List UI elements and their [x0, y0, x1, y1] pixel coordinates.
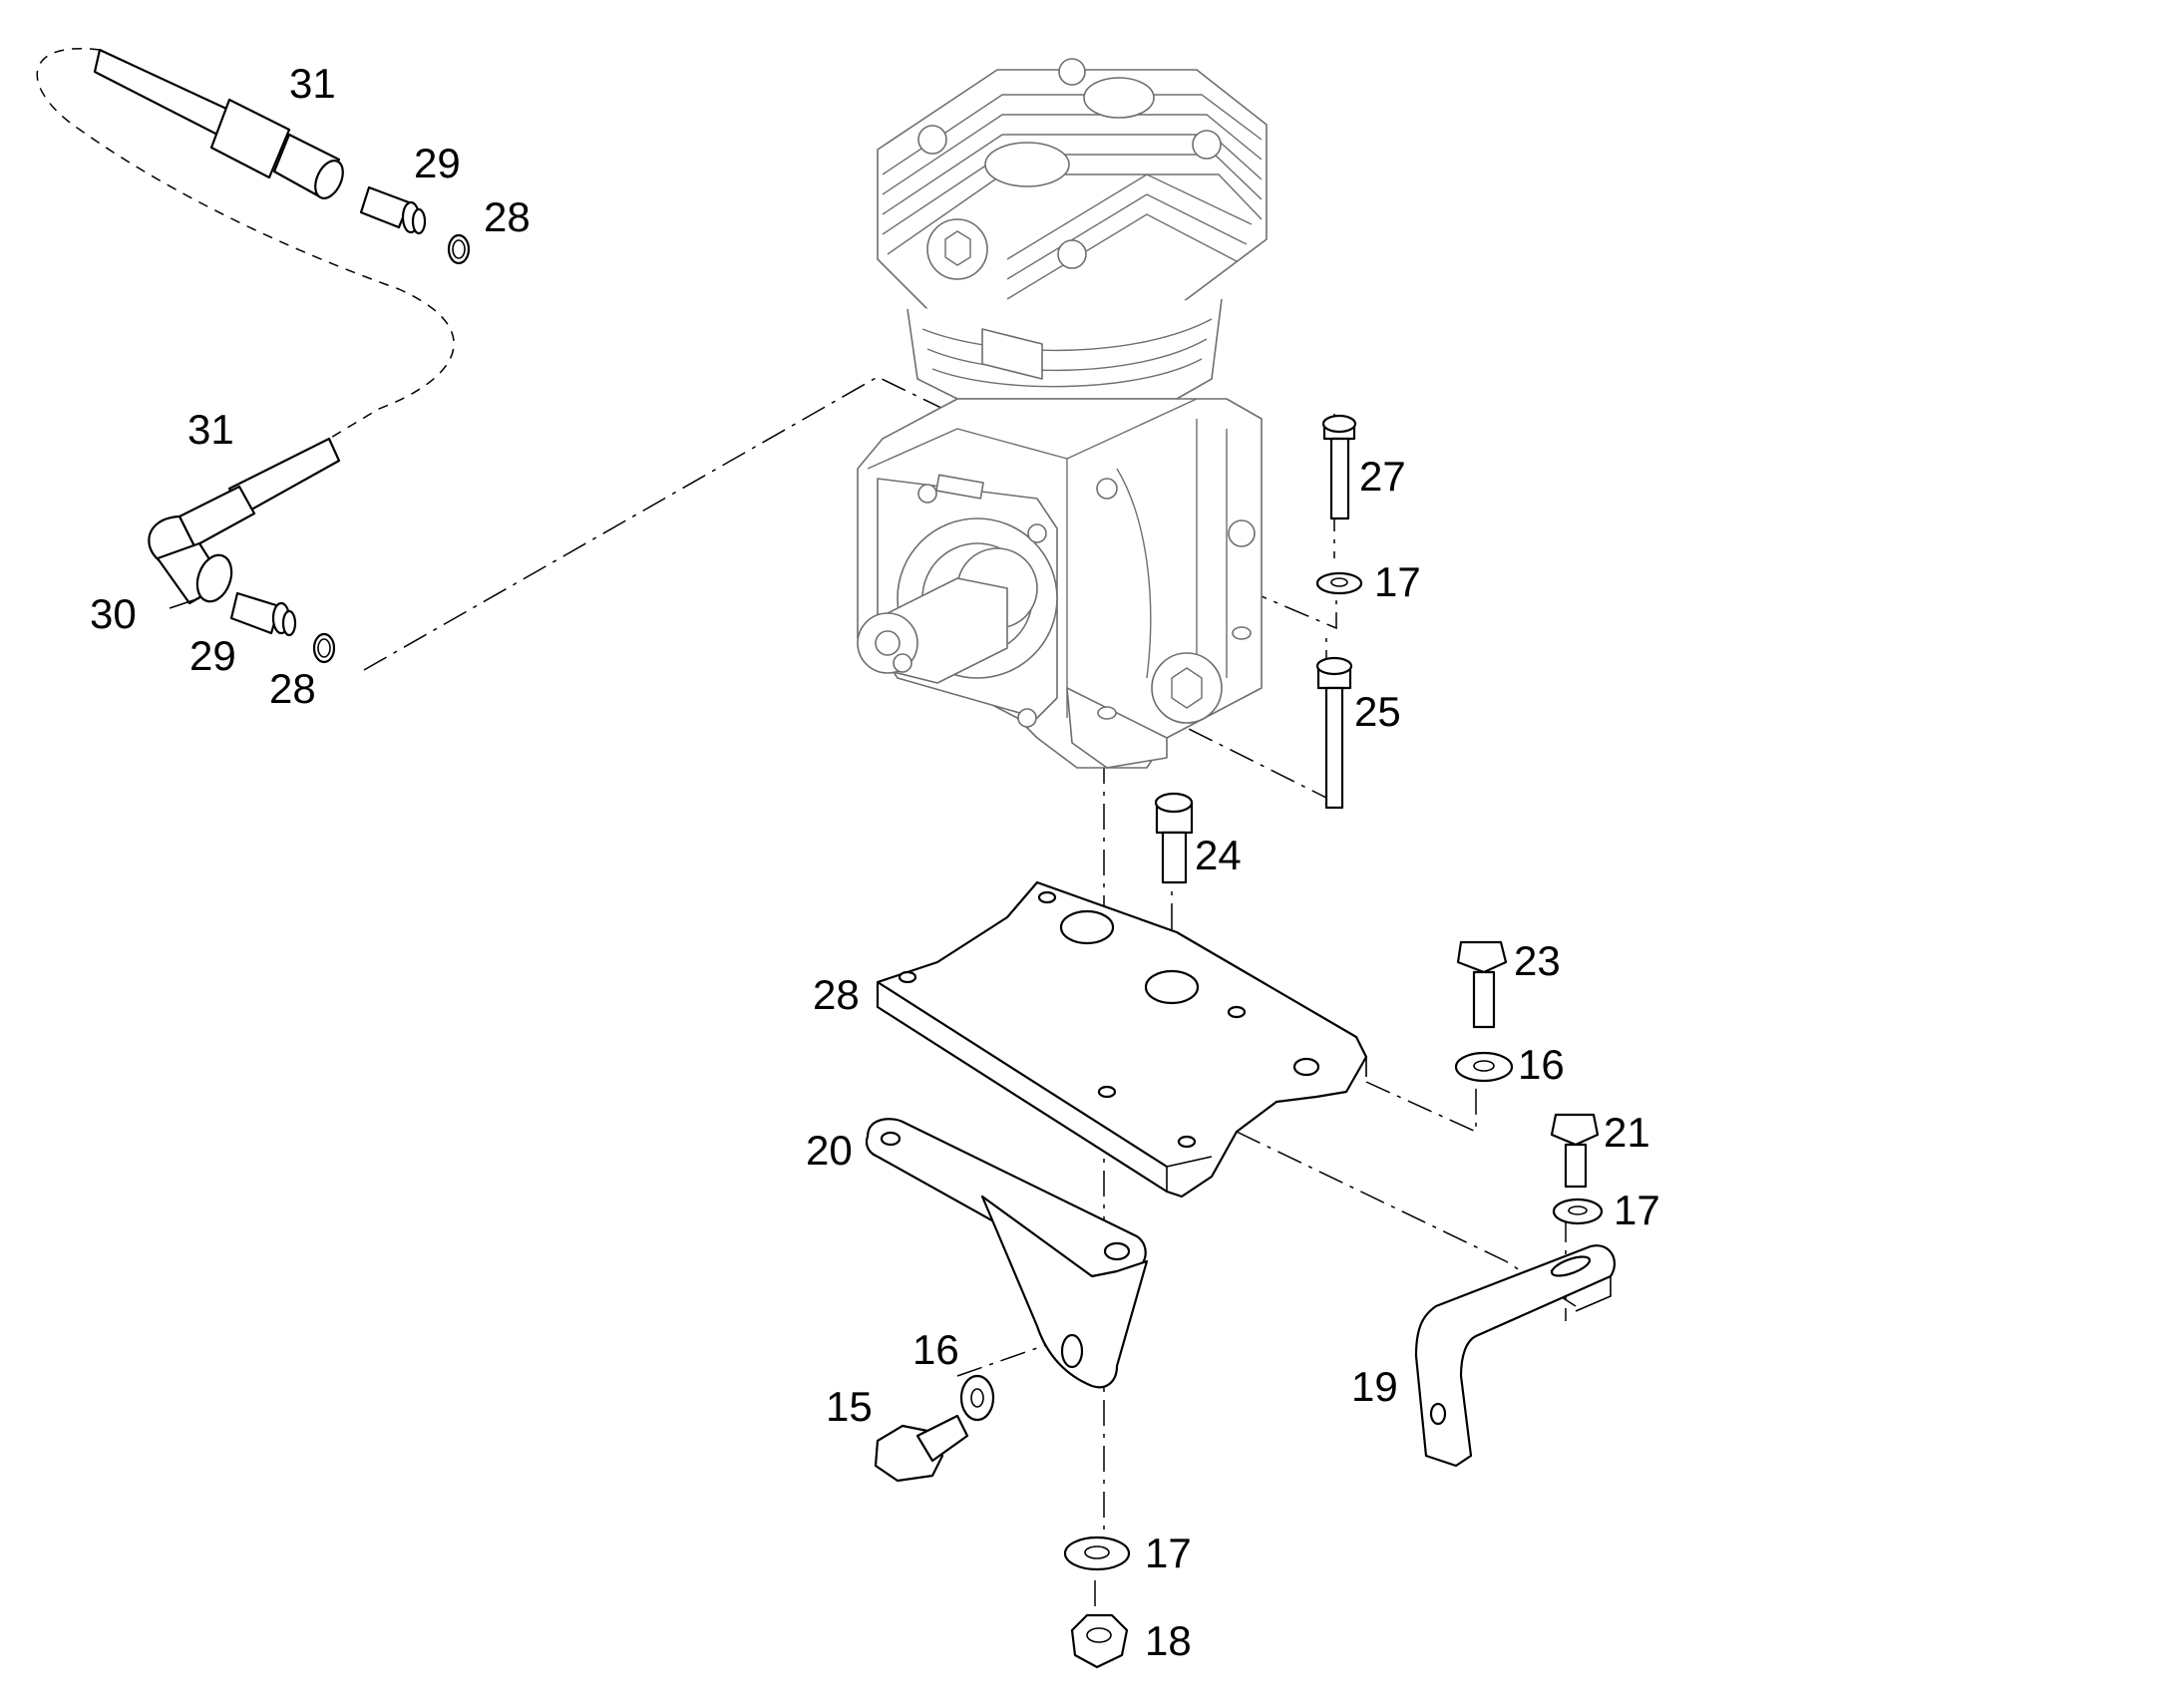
bolt-25	[1315, 656, 1353, 810]
nut-18	[1070, 1613, 1129, 1669]
callout-29-upper: 29	[414, 140, 461, 186]
washer-16-lower	[959, 1374, 995, 1422]
callout-29-lower: 29	[189, 632, 236, 679]
washer-16-right	[1454, 1051, 1514, 1083]
callout-28-lower: 28	[269, 665, 316, 712]
washer-17-right	[1552, 1197, 1604, 1225]
bolt-27	[1321, 414, 1357, 520]
callout-17-lower: 17	[1145, 1530, 1192, 1576]
callout-labels: 31 29 28 31 30 29 28 27 17 25 24 23 16 2…	[90, 60, 1660, 1664]
pressure-pipe-lower	[148, 437, 341, 664]
callout-27: 27	[1359, 453, 1406, 500]
callout-31-lower: 31	[187, 406, 234, 453]
bolt-15	[874, 1414, 969, 1483]
callout-19: 19	[1351, 1363, 1398, 1410]
washer-17-lower	[1063, 1536, 1131, 1571]
callout-18: 18	[1145, 1617, 1192, 1664]
air-compressor	[857, 58, 1268, 769]
callout-15: 15	[826, 1383, 873, 1430]
callout-20: 20	[806, 1127, 853, 1174]
callout-24: 24	[1195, 832, 1242, 878]
callout-21: 21	[1604, 1109, 1650, 1156]
bolt-24	[1154, 792, 1194, 884]
callout-31-upper: 31	[289, 60, 336, 107]
bolt-23	[1456, 940, 1508, 1029]
bracket-20	[865, 1118, 1149, 1389]
leader-lines	[169, 597, 200, 609]
bracket-19	[1414, 1244, 1617, 1468]
assembly-lines	[36, 48, 1577, 1615]
callout-17-right: 17	[1614, 1187, 1660, 1233]
callout-28-upper: 28	[484, 193, 531, 240]
callout-30: 30	[90, 590, 137, 637]
callout-25: 25	[1354, 688, 1401, 735]
mounting-plate	[876, 880, 1368, 1198]
washer-17-upper	[1315, 571, 1363, 595]
callout-28-plate: 28	[813, 971, 860, 1018]
pressure-pipe-upper	[93, 48, 471, 265]
callout-23: 23	[1514, 937, 1561, 984]
callout-16-lower: 16	[912, 1326, 959, 1373]
callout-16-right: 16	[1518, 1041, 1565, 1088]
bolt-21	[1550, 1113, 1600, 1189]
callout-17-upper: 17	[1374, 558, 1421, 605]
